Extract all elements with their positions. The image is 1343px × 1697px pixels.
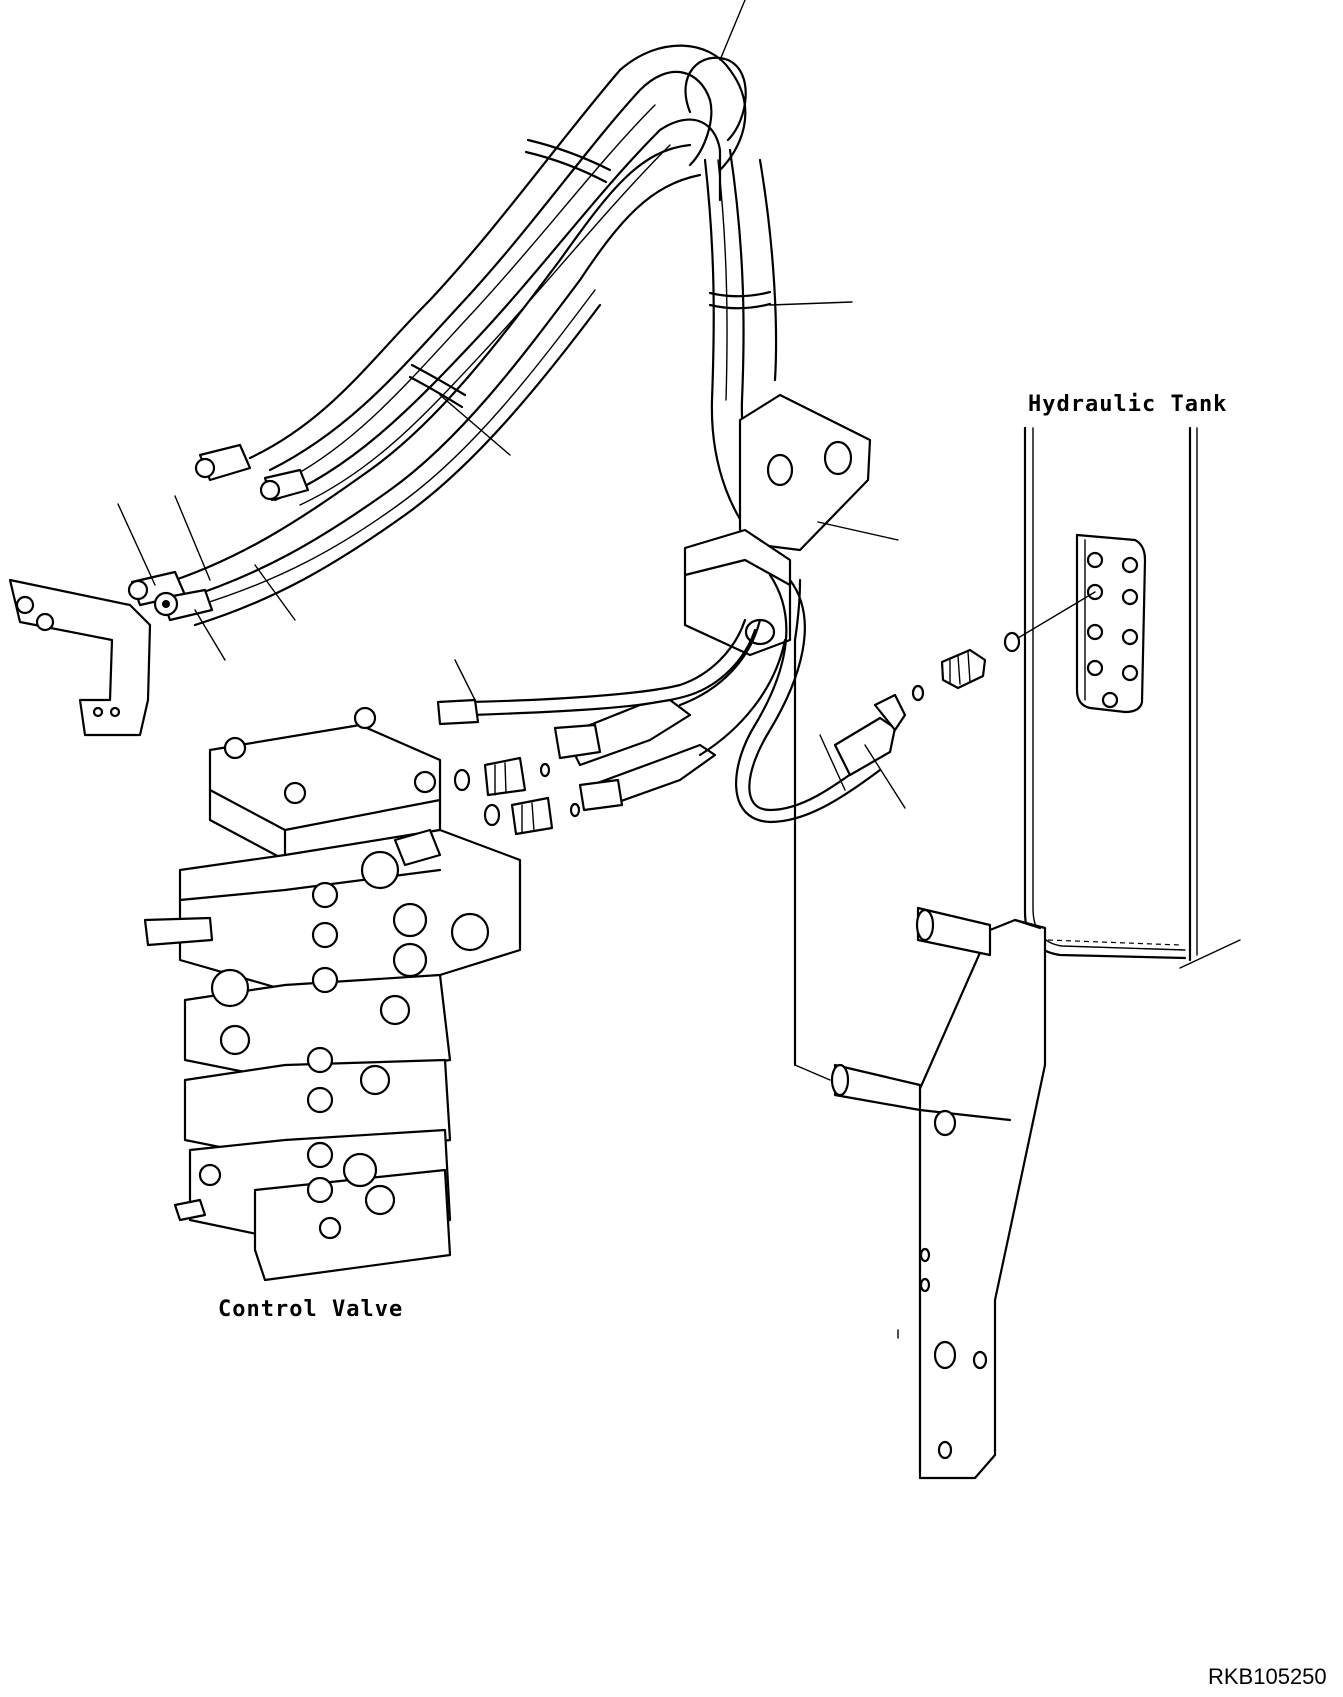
return-hose-loop (735, 573, 907, 1081)
tank-port-flange (1017, 533, 1147, 714)
hose-bundle-upper (158, 44, 787, 627)
center-clamp-block (683, 393, 872, 657)
left-bracket (8, 578, 152, 737)
leader-lines (117, 0, 906, 809)
control-valve-assembly (143, 706, 522, 1282)
right-lower-bracket (830, 906, 1047, 1480)
control-valve-label: Control Valve (218, 1297, 404, 1322)
drawing-code: RKB105250 (1208, 1664, 1327, 1689)
hose-clamps (408, 56, 772, 409)
tank-adapter (911, 631, 1021, 702)
hose-end-fittings (127, 443, 310, 622)
hose-bundle-lower (436, 618, 787, 812)
valve-adapters (453, 756, 581, 836)
hydraulic-tank-label: Hydraulic Tank (1028, 392, 1228, 417)
